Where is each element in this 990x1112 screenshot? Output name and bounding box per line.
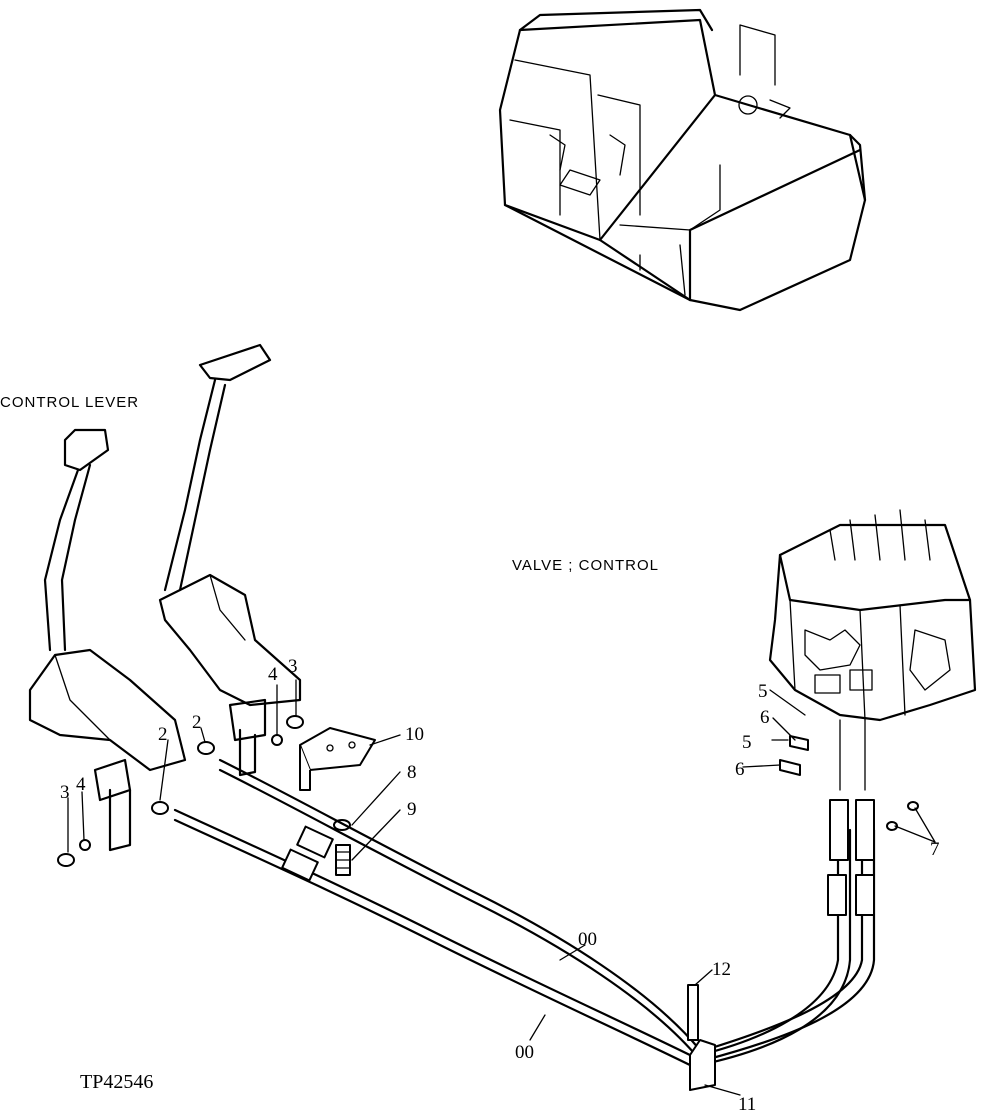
callout-7: 7	[930, 839, 940, 860]
callout-6-upper: 6	[760, 707, 770, 728]
callout-8: 8	[407, 762, 417, 783]
valve-control-label: VALVE ; CONTROL	[512, 557, 659, 574]
callout-4-lower: 4	[76, 774, 86, 795]
figure-code: TP42546	[80, 1071, 153, 1093]
callout-10: 10	[405, 724, 424, 745]
control-lever-right-illustration	[158, 343, 302, 777]
control-valve-illustration	[768, 509, 977, 722]
excavator-overview-illustration	[498, 8, 867, 312]
callout-leaders	[67, 679, 936, 1096]
callout-00-lower: 00	[515, 1042, 534, 1063]
callout-5-upper: 5	[758, 681, 768, 702]
callout-11: 11	[738, 1094, 756, 1112]
callout-6-lower: 6	[735, 759, 745, 780]
callout-2-right: 2	[192, 712, 202, 733]
callout-12: 12	[712, 959, 731, 980]
bracket-assembly	[299, 727, 376, 876]
control-lever-left-illustration	[28, 428, 187, 852]
callout-00-upper: 00	[578, 929, 597, 950]
control-cables	[173, 719, 876, 1091]
callout-5-lower: 5	[742, 732, 752, 753]
callout-4-upper: 4	[268, 664, 278, 685]
callout-2-left: 2	[158, 724, 168, 745]
callout-3-lower: 3	[60, 782, 70, 803]
control-lever-label: CONTROL LEVER	[0, 394, 139, 411]
callout-9: 9	[407, 799, 417, 820]
callout-3-upper: 3	[288, 656, 298, 677]
small-hardware	[57, 715, 919, 867]
